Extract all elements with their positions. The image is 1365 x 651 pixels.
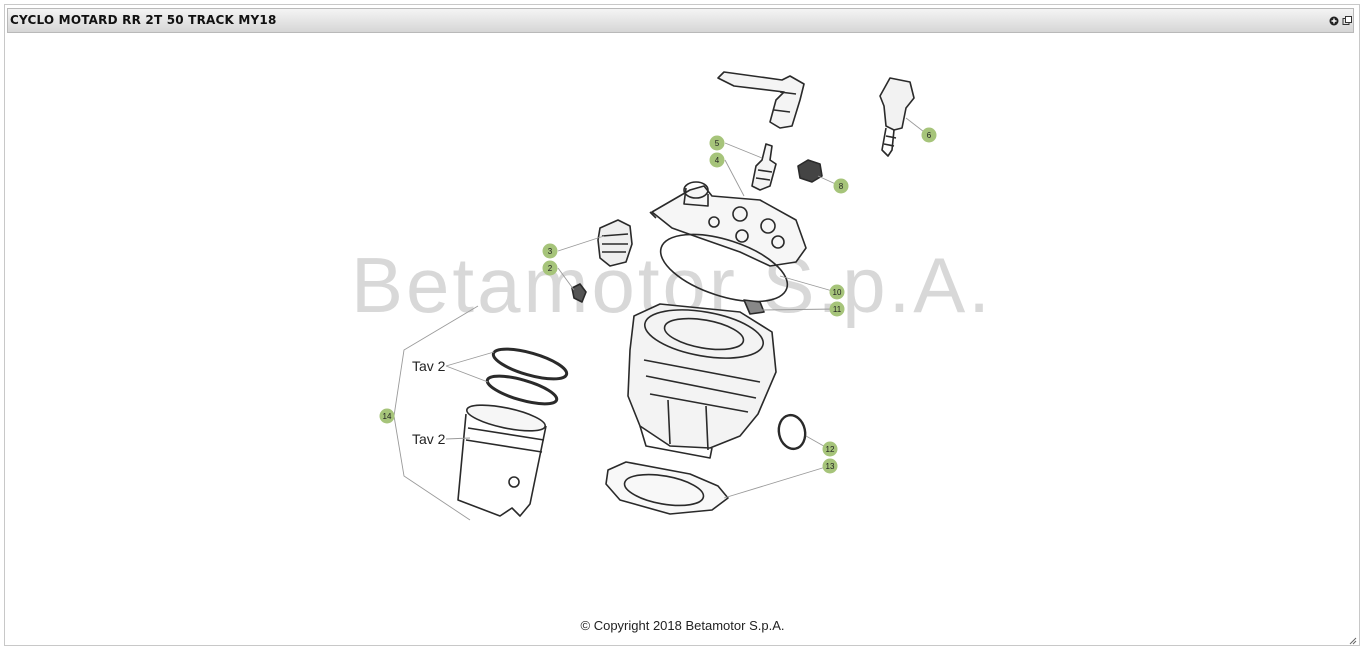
svg-text:4: 4	[715, 156, 720, 165]
callout-11[interactable]: 11	[829, 301, 845, 317]
svg-text:10: 10	[833, 288, 842, 297]
reference-tav-lower[interactable]: Tav 2	[412, 431, 446, 447]
callout-3[interactable]: 3	[542, 243, 558, 259]
svg-text:14: 14	[383, 412, 392, 421]
leader-lines	[393, 117, 929, 521]
callout-2[interactable]: 2	[542, 260, 558, 276]
spark-plug	[751, 143, 777, 191]
window-icon[interactable]	[1342, 16, 1352, 26]
piston-ring-upper	[491, 347, 569, 381]
callouts: 5 4 6 8 3 2 10 11 12 13 14	[379, 127, 937, 474]
callout-14[interactable]: 14	[379, 408, 395, 424]
resize-handle-icon[interactable]	[1349, 637, 1357, 645]
copyright: © Copyright 2018 Betamotor S.p.A.	[580, 618, 785, 633]
page-title: CYCLO MOTARD RR 2T 50 TRACK MY18	[10, 13, 277, 27]
thermostat	[597, 219, 633, 267]
callout-13[interactable]: 13	[822, 458, 838, 474]
reference-tav-upper[interactable]: Tav 2	[412, 358, 446, 374]
svg-text:12: 12	[826, 445, 835, 454]
callout-12[interactable]: 12	[822, 441, 838, 457]
callout-6[interactable]: 6	[921, 127, 937, 143]
panel-titlebar: CYCLO MOTARD RR 2T 50 TRACK MY18	[7, 8, 1354, 33]
head-o-ring	[659, 233, 789, 303]
svg-text:2: 2	[548, 264, 553, 273]
callout-5[interactable]: 5	[709, 135, 725, 151]
callout-8[interactable]: 8	[833, 178, 849, 194]
stud	[571, 283, 587, 303]
svg-text:8: 8	[839, 182, 844, 191]
svg-text:3: 3	[548, 247, 553, 256]
svg-text:6: 6	[927, 131, 932, 140]
svg-text:5: 5	[715, 139, 720, 148]
rubber-plug	[743, 299, 765, 315]
cylinder	[627, 303, 777, 459]
callout-10[interactable]: 10	[829, 284, 845, 300]
piston	[457, 404, 547, 517]
piston-ring-lower	[485, 374, 559, 406]
expand-icon[interactable]	[1329, 16, 1339, 26]
callout-4[interactable]: 4	[709, 152, 725, 168]
cap-nut	[797, 159, 823, 183]
temperature-sensor	[879, 77, 915, 157]
svg-text:13: 13	[826, 462, 835, 471]
spark-plug-cap	[717, 71, 805, 129]
cylinder-head	[649, 181, 807, 267]
base-gasket	[605, 461, 729, 515]
o-ring	[777, 413, 807, 451]
exploded-parts-diagram: Betamotor S.p.A.	[351, 71, 990, 521]
svg-text:11: 11	[833, 305, 842, 314]
